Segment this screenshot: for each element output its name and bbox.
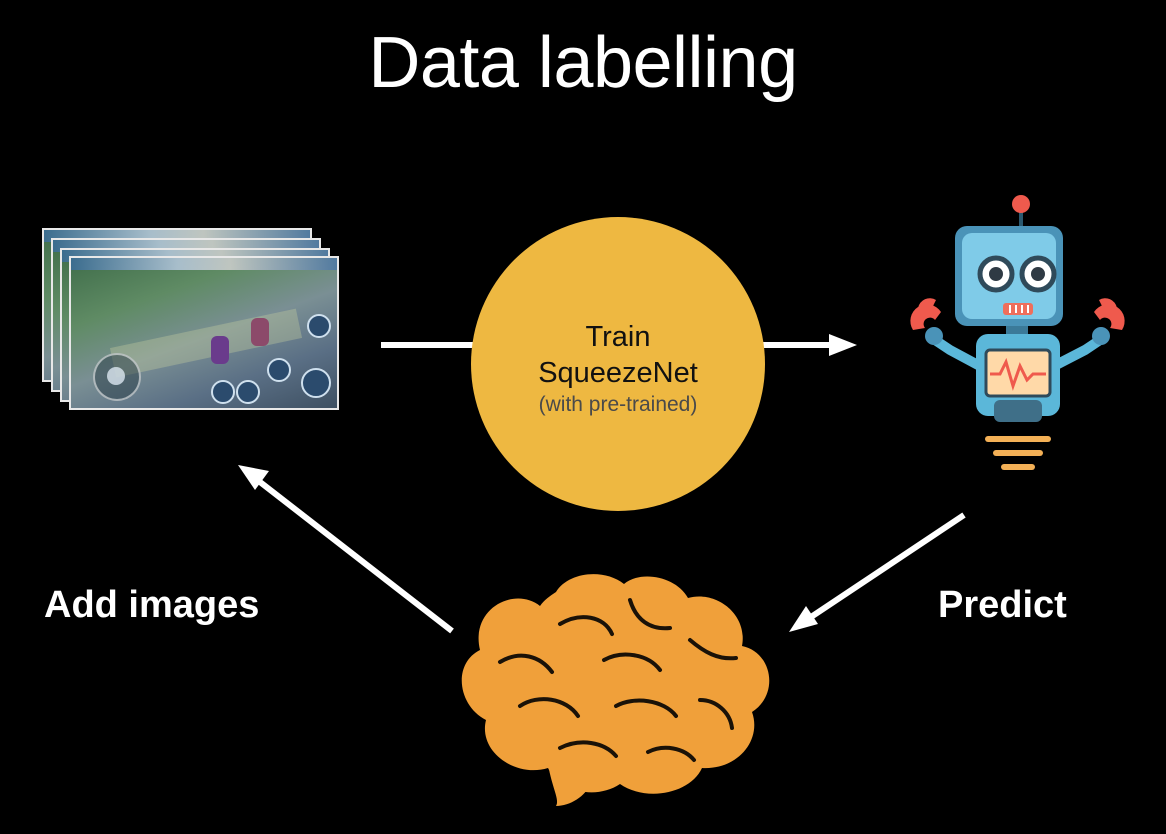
pretrained-note: (with pre-trained) — [538, 393, 698, 416]
arrow-to-robot-icon — [763, 334, 857, 356]
skill-icon — [307, 314, 331, 338]
skill-icon — [236, 380, 260, 404]
hero-figure — [211, 336, 229, 364]
brain-icon — [461, 574, 770, 806]
add-images-label: Add images — [44, 584, 260, 626]
skill-icon — [301, 368, 331, 398]
page-title: Data labelling — [368, 23, 798, 103]
screenshot-hud — [71, 258, 337, 270]
hero-figure — [251, 318, 269, 346]
train-model-node: Train SqueezeNet (with pre-trained) — [471, 217, 765, 511]
skill-icon — [267, 358, 291, 382]
robot-icon — [910, 195, 1125, 470]
train-label: Train — [585, 321, 651, 353]
arrow-add-images-icon — [238, 465, 454, 634]
arrow-predict-icon — [789, 512, 966, 632]
model-name-label: SqueezeNet — [538, 357, 698, 389]
screenshot-front — [69, 256, 339, 410]
predict-label: Predict — [938, 584, 1067, 626]
joystick-icon — [93, 353, 141, 401]
skill-icon — [211, 380, 235, 404]
